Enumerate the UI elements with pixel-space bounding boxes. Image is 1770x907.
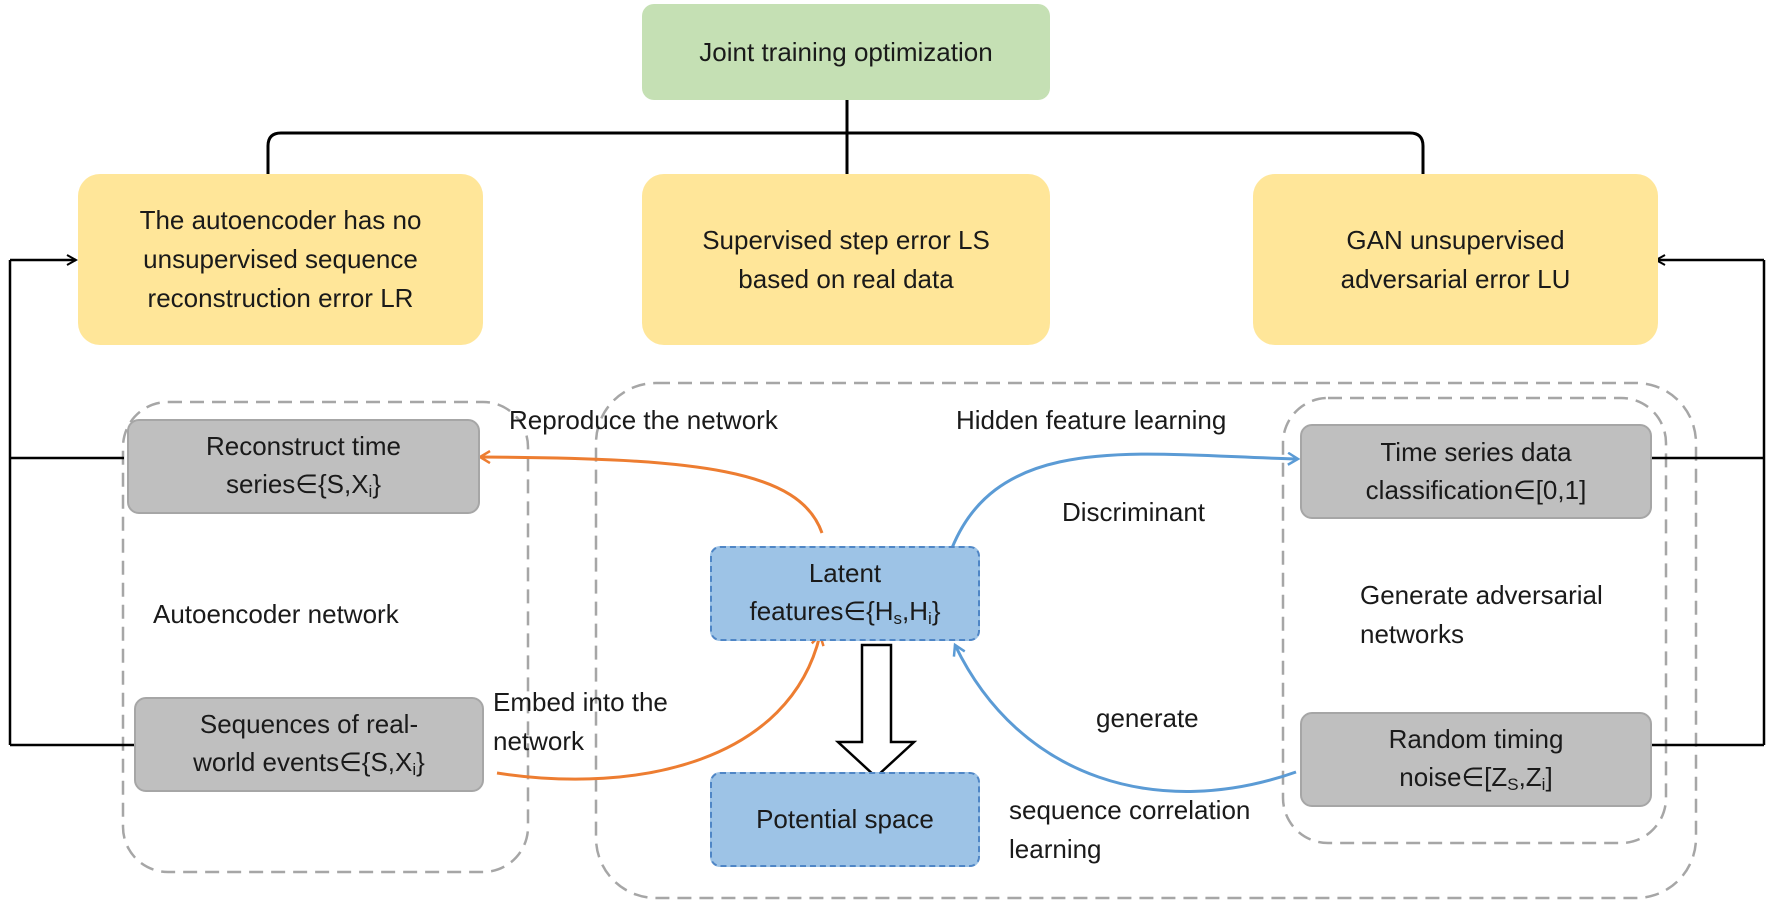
random-noise-node: Random timing noise∈[ZS,Zi] — [1300, 712, 1652, 807]
gan-network-label: Generate adversarial networks — [1360, 580, 1603, 649]
latent-line2: features∈{Hs,Hi} — [749, 596, 941, 629]
reproduce-network-label: Reproduce the network — [509, 405, 778, 435]
left-feedback-connector — [8, 260, 134, 747]
adversarial-error-label: GAN unsupervised adversarial error LU — [1340, 224, 1571, 294]
autoencoder-network-label: Autoencoder network — [153, 599, 399, 629]
latent-features-node: Latent features∈{Hs,Hi} — [710, 546, 980, 641]
joint-training-label: Joint training optimization — [699, 36, 993, 67]
joint-training-node: Joint training optimization — [642, 4, 1050, 100]
embed-network-label: Embed into the network — [493, 687, 668, 756]
hollow-down-arrow — [834, 643, 918, 779]
classification-line2: classification∈[0,1] — [1365, 474, 1587, 505]
embed-arrow — [496, 635, 820, 781]
discriminant-label: Discriminant — [1062, 497, 1206, 527]
reconstruct-line2: series∈{S,Xi} — [225, 469, 382, 502]
noise-line1: Random timing — [1388, 724, 1564, 755]
autoencoder-region — [121, 400, 530, 874]
supervised-error-node: Supervised step error LS based on real d… — [642, 174, 1050, 345]
reproduce-arrow — [480, 457, 824, 534]
supervised-error-label: Supervised step error LS based on real d… — [702, 224, 990, 294]
potential-space-label: Potential space — [756, 803, 934, 834]
generate-arrow — [955, 645, 1297, 793]
generate-label: generate — [1096, 703, 1199, 733]
hidden-feature-label: Hidden feature learning — [956, 405, 1227, 435]
reconstruct-line1: Reconstruct time — [205, 431, 402, 462]
hidden-feature-arrow — [950, 454, 1298, 549]
reconstruction-error-node: The autoencoder has no unsupervised sequ… — [78, 174, 483, 345]
sequence-correlation-label: sequence correlation learning — [1009, 795, 1251, 864]
real-events-node: Sequences of real- world events∈{S,Xi} — [134, 697, 484, 792]
real-events-line2: world events∈{S,Xi} — [193, 747, 425, 780]
tree-connector — [266, 100, 1425, 174]
right-feedback-connector — [1652, 260, 1766, 747]
gan-region — [1281, 396, 1668, 845]
classification-node: Time series data classification∈[0,1] — [1300, 424, 1652, 519]
reconstruct-series-node: Reconstruct time series∈{S,Xi} — [127, 419, 480, 514]
noise-line2: noise∈[ZS,Zi] — [1399, 762, 1553, 795]
latent-line1: Latent — [808, 558, 882, 589]
latent-region — [594, 381, 1698, 900]
reconstruction-error-label: The autoencoder has no unsupervised sequ… — [139, 205, 422, 313]
classification-line1: Time series data — [1380, 436, 1572, 467]
real-events-line1: Sequences of real- — [199, 709, 419, 740]
potential-space-node: Potential space — [710, 772, 980, 867]
adversarial-error-node: GAN unsupervised adversarial error LU — [1253, 174, 1658, 345]
